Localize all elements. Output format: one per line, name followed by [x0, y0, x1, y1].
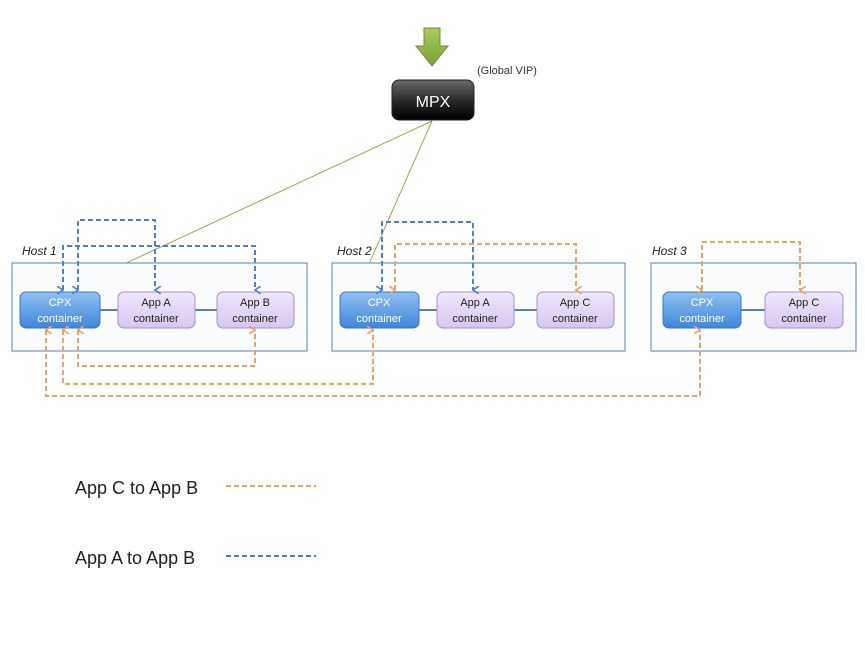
host-3-app-c-line1: App C [789, 297, 820, 309]
host-3-app-c-container: App C container [764, 291, 844, 329]
incoming-traffic-arrow-icon [414, 27, 450, 67]
orange-flow-host2-appc [395, 243, 576, 290]
host-1-app-b-line2: container [232, 313, 278, 325]
host-2-cpx-line2: container [356, 313, 402, 325]
host-2-app-c-line1: App C [560, 297, 591, 309]
orange-flow-host1-host3 [46, 330, 700, 397]
host-2-app-c-container: App C container [536, 291, 615, 329]
host-3-app-c-line2: container [781, 313, 827, 325]
host-1-app-b-line1: App B [240, 297, 270, 309]
host-2-cpx-container: CPX container [339, 291, 420, 329]
orange-flow-host1-host2 [63, 330, 373, 385]
host-2-app-a-line2: container [452, 313, 498, 325]
host-2-cpx-line1: CPX [368, 297, 391, 309]
host-2-app-a-line1: App A [460, 297, 490, 309]
global-vip-label: (Global VIP) [477, 65, 537, 77]
app-a-to-app-b-flows [63, 219, 473, 290]
mpx-node: MPX [391, 79, 475, 121]
blue-flow-host1-appa [78, 219, 155, 290]
host-1-label: Host 1 [22, 244, 57, 258]
host-2-app-c-line2: container [552, 313, 598, 325]
legend: App C to App B App A to App B [75, 478, 316, 568]
orange-flow-host3-appc [702, 241, 800, 290]
host-1-app-a-line1: App A [141, 297, 171, 309]
host-3-cpx-container: CPX container [662, 291, 742, 329]
mpx-label: MPX [416, 94, 451, 111]
host-1-cpx-line2: container [37, 313, 83, 325]
legend-label-orange: App C to App B [75, 478, 198, 498]
host-3-cpx-line1: CPX [691, 297, 714, 309]
host-3-label: Host 3 [652, 244, 687, 258]
blue-flow-host2-appa [382, 221, 473, 290]
legend-label-blue: App A to App B [75, 548, 195, 568]
host-1-cpx-container: CPX container [19, 291, 101, 329]
blue-flow-host1-appb [63, 245, 255, 290]
host-3-cpx-line2: container [679, 313, 725, 325]
host-1-app-b-container: App B container [216, 291, 295, 329]
host-2-label: Host 2 [337, 244, 372, 258]
host-1-cpx-line1: CPX [49, 297, 72, 309]
orange-flow-host1-appb [78, 330, 255, 367]
app-c-to-app-b-flows [46, 241, 800, 397]
host-2-app-a-container: App A container [436, 291, 515, 329]
host-1-app-a-line2: container [133, 313, 179, 325]
host-1-app-a-container: App A container [117, 291, 196, 329]
